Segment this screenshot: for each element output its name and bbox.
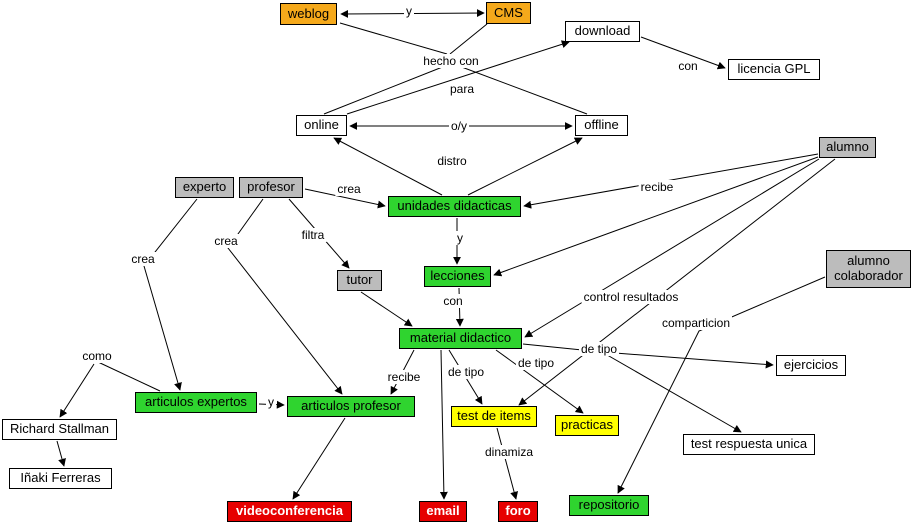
node-inaki-ferreras[interactable]: Iñaki Ferreras: [9, 468, 112, 489]
node-alumno[interactable]: alumno: [819, 137, 876, 158]
edge-online-download-para: [346, 40, 570, 115]
edge-label-artexpertos-como[interactable]: como: [80, 349, 114, 363]
edge-alumnocolab-repositorio-comparticion: [617, 276, 826, 494]
node-lecciones[interactable]: lecciones: [424, 266, 491, 287]
node-videoconferencia[interactable]: videoconferencia: [227, 501, 352, 522]
edge-hechocon-cms: [449, 23, 488, 55]
edge-download-gpl-con: [640, 36, 726, 70]
edge-label-alumno-testitems-control[interactable]: control resultados: [581, 290, 681, 304]
edge-label-unidades-lecciones-y[interactable]: y: [455, 231, 465, 245]
edge-label-lecciones-material-con[interactable]: con: [441, 294, 465, 308]
node-tutor[interactable]: tutor: [337, 270, 382, 291]
edge-stallman-ferreras: [56, 440, 66, 467]
edge-label-alumnocolab-repositorio-comparticion[interactable]: comparticion: [659, 316, 733, 330]
edge-profesor-artprofesor-crea: [227, 198, 343, 395]
edge-detipo-testunica: [601, 351, 742, 433]
node-practicas[interactable]: practicas: [555, 415, 619, 436]
edge-artprofesor-videoconferencia: [292, 417, 346, 500]
edge-tutor-material: [360, 291, 413, 327]
edge-label-profesor-unidades-crea[interactable]: crea: [335, 182, 363, 196]
node-test-de-items[interactable]: test de items: [451, 406, 537, 427]
node-offline[interactable]: offline: [575, 115, 628, 136]
node-repositorio[interactable]: repositorio: [569, 495, 649, 516]
edge-artexpertos-como: [97, 361, 161, 392]
edge-alumno-lecciones: [493, 156, 819, 277]
edge-como-stallman: [59, 363, 95, 418]
node-experto[interactable]: experto: [175, 177, 234, 198]
node-weblog[interactable]: weblog: [280, 3, 337, 25]
edge-material-practicas-detipo: [495, 349, 584, 414]
edge-profesor-unidades-crea: [304, 188, 386, 209]
edge-online-hechocon: [323, 65, 446, 115]
edge-unidades-online-distro: [333, 137, 443, 196]
node-download[interactable]: download: [565, 21, 640, 42]
edge-label-alumno-unidades-recibe[interactable]: recibe: [638, 180, 676, 194]
edge-testitems-foro-dinamiza: [496, 427, 519, 500]
node-alumno-colaborador[interactable]: alumno colaborador: [826, 250, 911, 288]
edge-alumno-testitems-control: [518, 158, 836, 406]
edge-label-download-gpl-con[interactable]: con: [676, 59, 700, 73]
edge-material-ejercicios-detipo: [522, 343, 774, 369]
edge-label-material-ejercicios-detipo[interactable]: de tipo: [578, 342, 620, 356]
node-cms[interactable]: CMS: [486, 2, 531, 24]
node-email[interactable]: email: [419, 501, 467, 522]
edge-label-material-testitems-detipo[interactable]: de tipo: [445, 365, 487, 379]
edge-alumno-material: [524, 158, 820, 338]
edge-label-unidades-online-distro[interactable]: distro: [435, 154, 469, 168]
edge-label-artexpertos-artprofesor-y[interactable]: y: [266, 395, 276, 409]
node-unidades-didacticas[interactable]: unidades didacticas: [388, 196, 521, 217]
node-ejercicios[interactable]: ejercicios: [776, 355, 846, 376]
edge-label-testitems-foro-dinamiza[interactable]: dinamiza: [482, 445, 536, 459]
node-articulos-profesor[interactable]: articulos profesor: [287, 396, 415, 417]
edge-hechocon-weblog: [339, 22, 448, 55]
edge-label-online-download-para[interactable]: para: [447, 82, 477, 96]
edge-material-email: [439, 349, 448, 500]
node-test-respuesta-unica[interactable]: test respuesta unica: [683, 434, 815, 455]
edge-label-experto-artexpertos-crea[interactable]: crea: [129, 252, 157, 266]
edge-label-profesor-tutor-filtra[interactable]: filtra: [299, 228, 327, 242]
node-licencia-gpl[interactable]: licencia GPL: [728, 59, 820, 80]
node-online[interactable]: online: [296, 115, 347, 136]
edge-label-material-practicas-detipo[interactable]: de tipo: [515, 356, 557, 370]
node-material-didactico[interactable]: material didactico: [399, 328, 522, 349]
edge-label-weblog-cms-y[interactable]: y: [404, 4, 414, 18]
node-richard-stallman[interactable]: Richard Stallman: [2, 419, 117, 440]
edge-label-online-offline-oy[interactable]: o/y: [448, 119, 470, 133]
node-profesor[interactable]: profesor: [239, 177, 303, 198]
edge-offline-hechocon: [458, 65, 588, 115]
node-foro[interactable]: foro: [498, 501, 538, 522]
node-articulos-expertos[interactable]: articulos expertos: [135, 392, 257, 413]
edge-experto-artexpertos-crea: [143, 198, 198, 391]
edge-unidades-offline-distro: [467, 137, 583, 196]
edge-label-material-artprofesor-recibe[interactable]: recibe: [385, 370, 423, 384]
edge-label-hechocon-weblog[interactable]: hecho con: [421, 54, 481, 68]
edge-label-profesor-artprofesor-crea[interactable]: crea: [212, 234, 240, 248]
